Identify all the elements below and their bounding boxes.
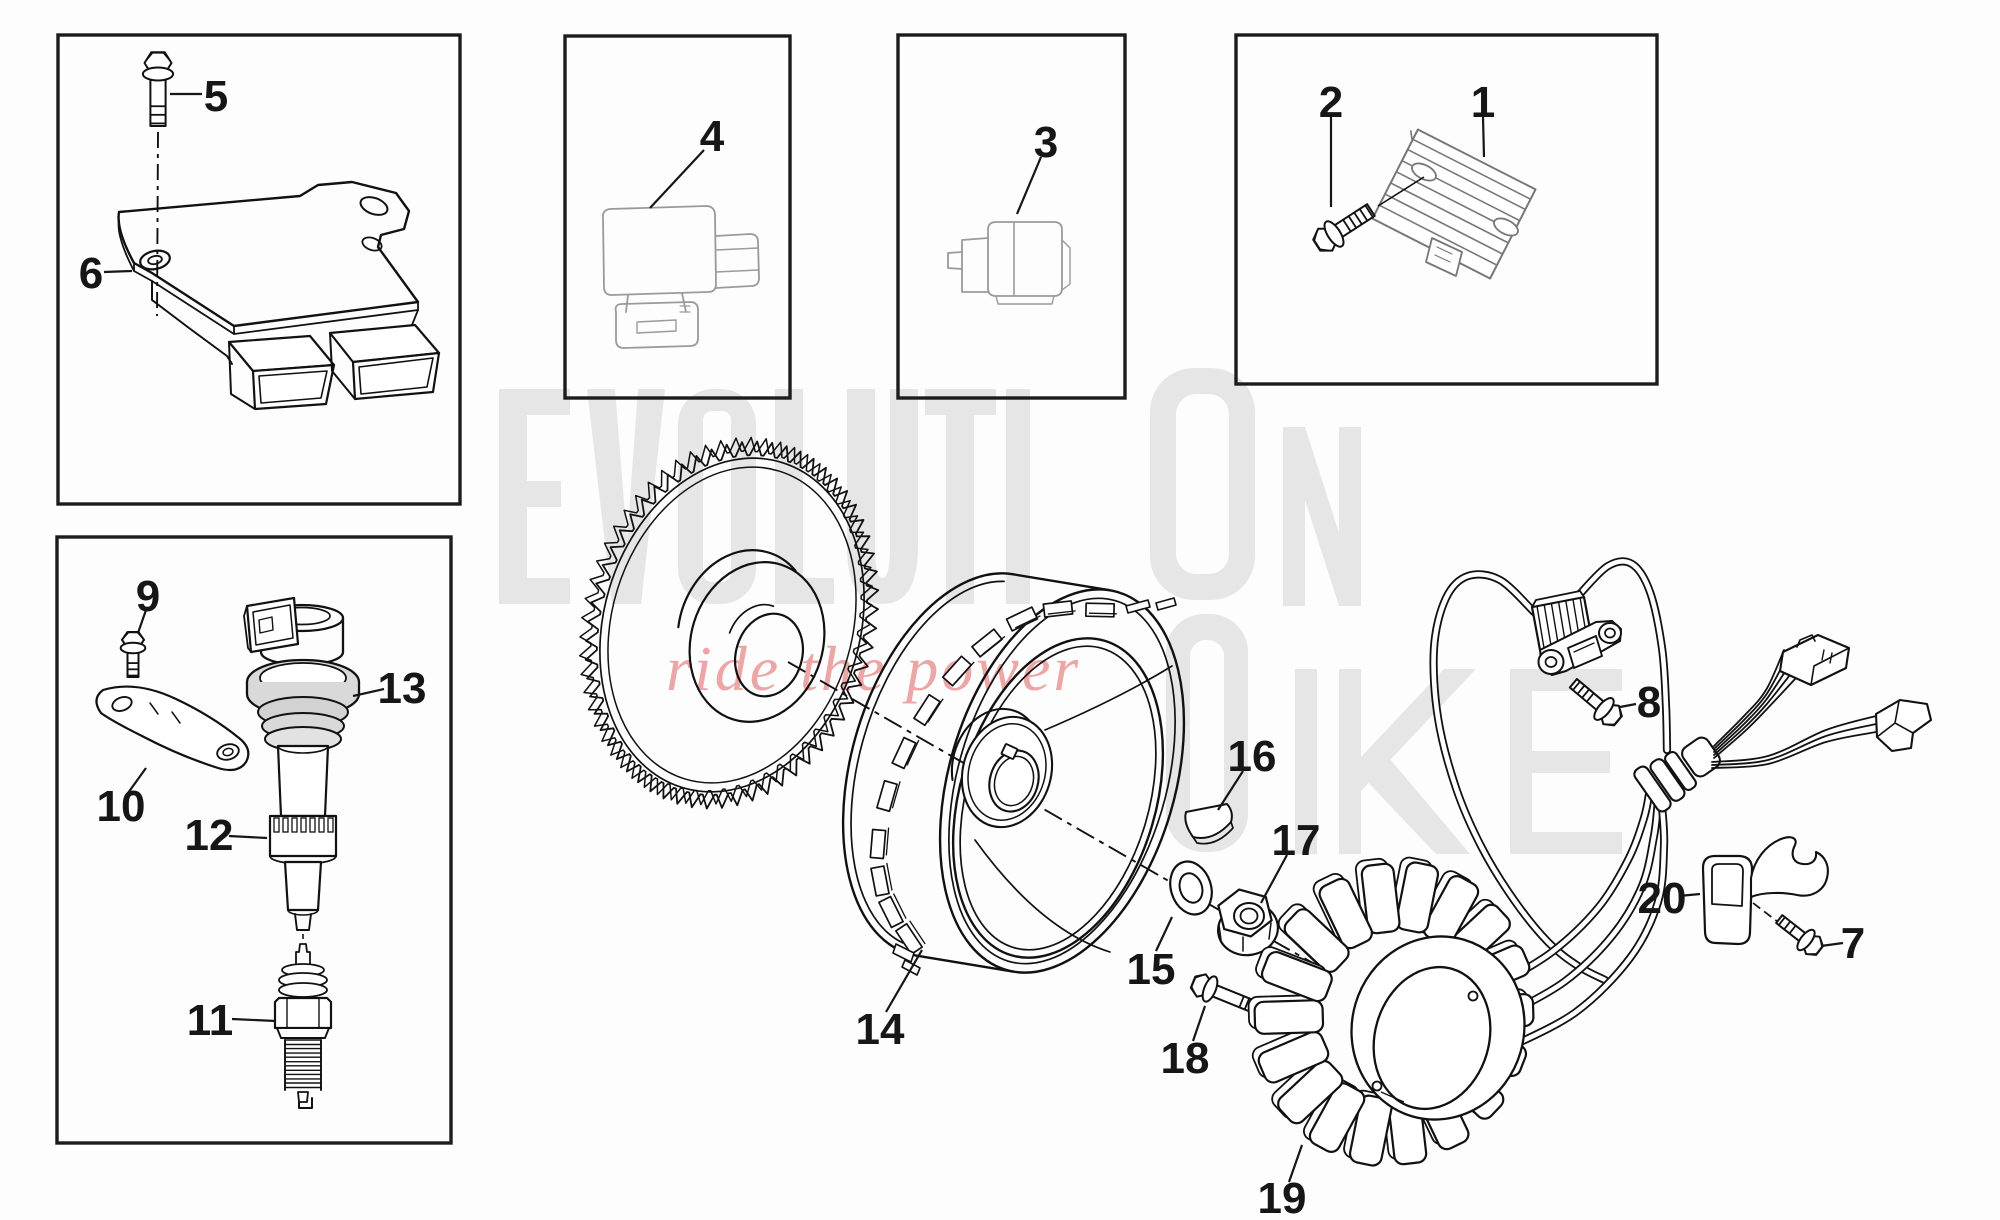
svg-text:18: 18 — [1161, 1034, 1210, 1083]
svg-text:14: 14 — [856, 1005, 905, 1054]
svg-text:19: 19 — [1258, 1174, 1307, 1220]
svg-text:13: 13 — [378, 664, 427, 713]
svg-text:2: 2 — [1319, 78, 1343, 127]
svg-text:6: 6 — [79, 249, 103, 298]
svg-text:10: 10 — [97, 782, 146, 831]
svg-text:17: 17 — [1272, 816, 1321, 865]
svg-text:15: 15 — [1127, 945, 1176, 994]
svg-text:1: 1 — [1471, 78, 1495, 127]
svg-text:7: 7 — [1841, 919, 1865, 968]
svg-text:4: 4 — [700, 112, 725, 161]
svg-text:12: 12 — [185, 811, 234, 860]
svg-text:11: 11 — [187, 996, 234, 1045]
svg-text:3: 3 — [1034, 118, 1058, 167]
svg-text:5: 5 — [204, 72, 228, 121]
svg-text:16: 16 — [1228, 732, 1277, 781]
svg-text:20: 20 — [1638, 874, 1687, 923]
svg-text:8: 8 — [1637, 678, 1661, 727]
svg-text:9: 9 — [136, 572, 160, 621]
